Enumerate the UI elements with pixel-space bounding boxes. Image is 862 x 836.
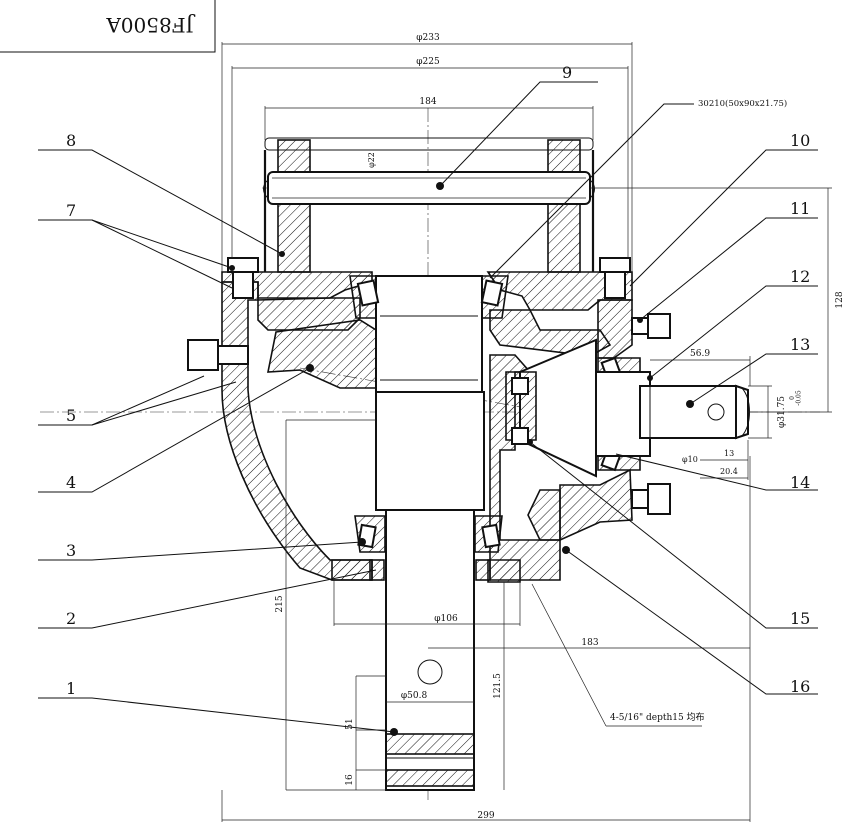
dim-w183: 183 — [581, 638, 598, 648]
dim-d22: φ22 — [367, 152, 376, 168]
part-label-16: 16 — [790, 677, 810, 696]
part-label-7: 7 — [66, 201, 76, 220]
dim-tolerance: 0-0.05 — [789, 390, 803, 406]
dim-h128: 128 — [835, 291, 845, 308]
part-label-1: 1 — [66, 679, 76, 698]
part-label-10: 10 — [790, 131, 810, 150]
leader-lines — [38, 81, 818, 736]
part-label-15: 15 — [790, 609, 810, 628]
part-label-11: 11 — [790, 199, 810, 218]
note-bolts: 4-5/16" depth15 均布 — [610, 711, 705, 723]
vertical-shaft — [375, 275, 485, 791]
part-label-14: 14 — [790, 473, 810, 492]
dimension-labels: φ233 φ225 184 φ22 30210(50x90x21.75) 128… — [275, 33, 845, 821]
housing — [221, 271, 633, 583]
crown-gear — [267, 319, 377, 389]
dim-d225: φ225 — [416, 57, 440, 67]
part-label-13: 13 — [790, 335, 810, 354]
dim-h121-5: 121.5 — [493, 673, 503, 699]
dim-d10: φ10 — [682, 455, 698, 464]
part-label-2: 2 — [66, 609, 76, 628]
dim-w20-4: 20.4 — [720, 467, 738, 476]
dim-h16: 16 — [345, 774, 355, 786]
part-label-8: 8 — [66, 131, 76, 150]
dim-d31-75: φ31.75 — [777, 396, 787, 428]
dim-w184: 184 — [419, 97, 436, 107]
part-label-3: 3 — [66, 541, 76, 560]
dim-d233: φ233 — [416, 33, 440, 43]
title-block: JF8500A — [0, 0, 216, 53]
part-code: JF8500A — [106, 13, 196, 37]
dim-h215: 215 — [275, 595, 285, 612]
bolts — [187, 257, 671, 515]
top-bracket — [263, 137, 595, 273]
part-label-12: 12 — [790, 267, 810, 286]
dimension-lines — [221, 42, 832, 822]
part-number-labels: 8 7 5 4 3 2 1 9 10 11 12 13 14 15 16 — [66, 63, 810, 698]
dim-d106: φ106 — [434, 614, 458, 624]
dim-d50-8: φ50.8 — [401, 691, 428, 701]
part-label-4: 4 — [66, 473, 76, 492]
dim-w299: 299 — [477, 811, 494, 821]
part-label-9: 9 — [562, 63, 572, 82]
dim-bearing: 30210(50x90x21.75) — [698, 98, 787, 109]
pinion-assembly — [505, 338, 750, 478]
dim-w13: 13 — [724, 449, 734, 458]
part-label-5: 5 — [66, 406, 76, 425]
dim-h51: 51 — [345, 718, 355, 729]
dim-w56-9: 56.9 — [690, 349, 710, 359]
upper-bearing — [349, 275, 509, 319]
